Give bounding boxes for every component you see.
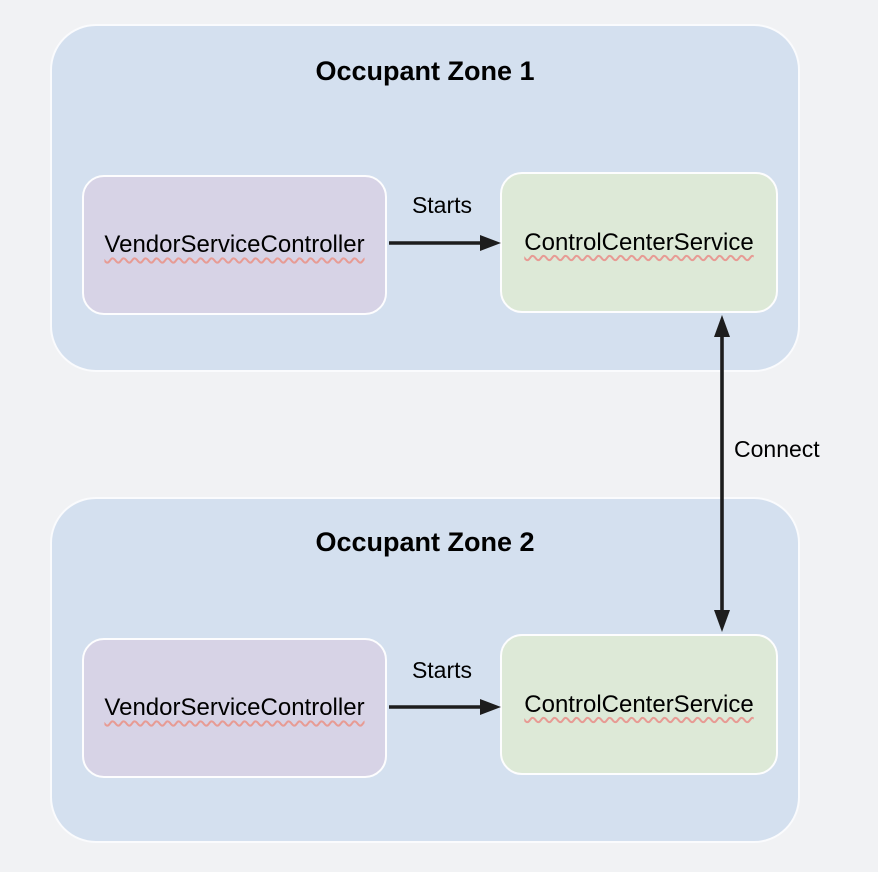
zone-1-title: Occupant Zone 1 bbox=[315, 56, 535, 86]
connect-edge-label: Connect bbox=[734, 436, 820, 462]
occupant-zone-2: Occupant Zone 2 VendorServiceController … bbox=[50, 497, 800, 843]
node-label: ControlCenterService bbox=[524, 690, 754, 718]
zone-1-vendor-service-controller-node: VendorServiceController bbox=[82, 175, 387, 315]
zone-2-starts-edge-label: Starts bbox=[411, 657, 473, 683]
node-label: VendorServiceController bbox=[104, 231, 365, 258]
node-label: ControlCenterService bbox=[524, 228, 754, 256]
zone-1-control-center-service-node: ControlCenterService bbox=[500, 172, 778, 313]
zone-2-vendor-service-controller-node: VendorServiceController bbox=[82, 638, 387, 778]
zone-2-control-center-service-node: ControlCenterService bbox=[500, 634, 778, 775]
zone-1-starts-edge-label: Starts bbox=[411, 192, 473, 218]
occupant-zone-1: Occupant Zone 1 VendorServiceController … bbox=[50, 24, 800, 372]
node-label: VendorServiceController bbox=[104, 694, 365, 721]
zone-2-title: Occupant Zone 2 bbox=[315, 527, 535, 557]
